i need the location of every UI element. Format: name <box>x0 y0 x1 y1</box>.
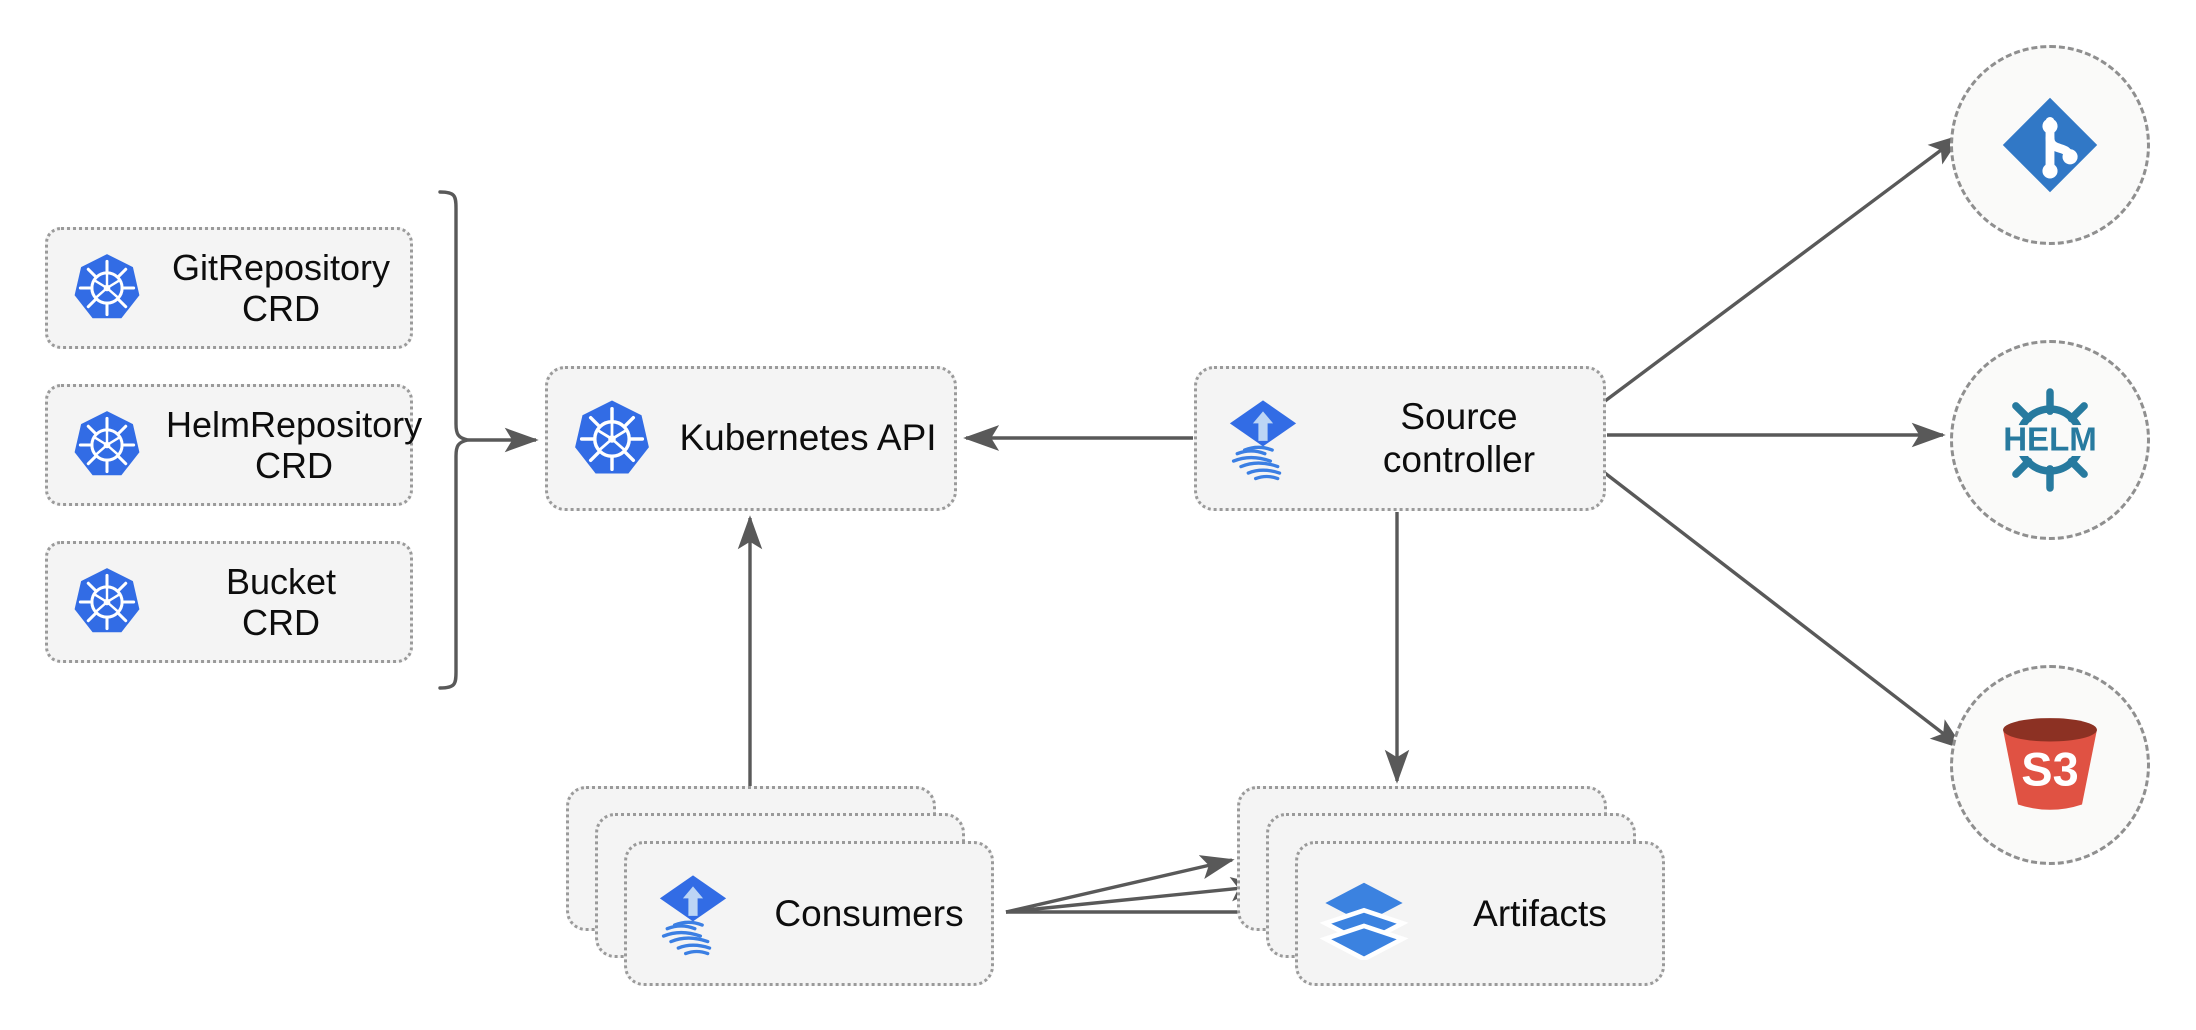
node-kubernetes-api[interactable]: Kubernetes API <box>545 366 957 511</box>
kubernetes-icon <box>48 409 166 481</box>
external-source-git[interactable] <box>1950 45 2150 245</box>
crd-card-gitrepository[interactable]: GitRepository CRD <box>45 227 413 349</box>
git-icon <box>1991 86 2109 204</box>
consumers-card-front[interactable]: Consumers <box>624 841 994 986</box>
external-source-s3[interactable]: S3 <box>1950 665 2150 865</box>
node-label: Consumers <box>774 892 964 934</box>
node-artifacts-stack[interactable]: Artifacts <box>1237 786 1665 986</box>
edge-source-controller-to-git <box>1599 134 1963 406</box>
svg-text:S3: S3 <box>2021 743 2078 795</box>
crd-card-helmrepository[interactable]: HelmRepository CRD <box>45 384 422 506</box>
flux-icon <box>627 868 759 960</box>
svg-text:HELM: HELM <box>2003 422 2097 459</box>
helm-icon: HELM <box>1986 381 2114 499</box>
s3-bucket-icon: S3 <box>1986 706 2114 824</box>
crd-card-bucket[interactable]: Bucket CRD <box>45 541 413 663</box>
edge-consumers-to-artifacts-back <box>1005 855 1235 914</box>
layers-icon <box>1298 868 1430 960</box>
kubernetes-icon <box>548 398 676 480</box>
artifacts-card-front[interactable]: Artifacts <box>1295 841 1665 986</box>
crd-label: HelmRepository CRD <box>166 403 423 486</box>
crd-label: Bucket CRD <box>225 560 337 643</box>
kubernetes-icon <box>48 566 166 638</box>
node-label: Source controller <box>1382 396 1536 480</box>
crd-group-brace <box>438 190 469 690</box>
external-source-helm[interactable]: HELM <box>1950 340 2150 540</box>
edge-consumers-to-artifacts-mid <box>1005 876 1265 914</box>
node-label: Kubernetes API <box>679 417 937 459</box>
node-label: Artifacts <box>1473 892 1607 934</box>
edge-source-controller-to-s3 <box>1599 468 1965 750</box>
kubernetes-icon <box>48 252 166 324</box>
node-consumers-stack[interactable]: Consumers <box>566 786 994 986</box>
crd-label: GitRepository CRD <box>171 246 391 329</box>
flux-icon <box>1197 393 1329 485</box>
node-source-controller[interactable]: Source controller <box>1194 366 1606 511</box>
